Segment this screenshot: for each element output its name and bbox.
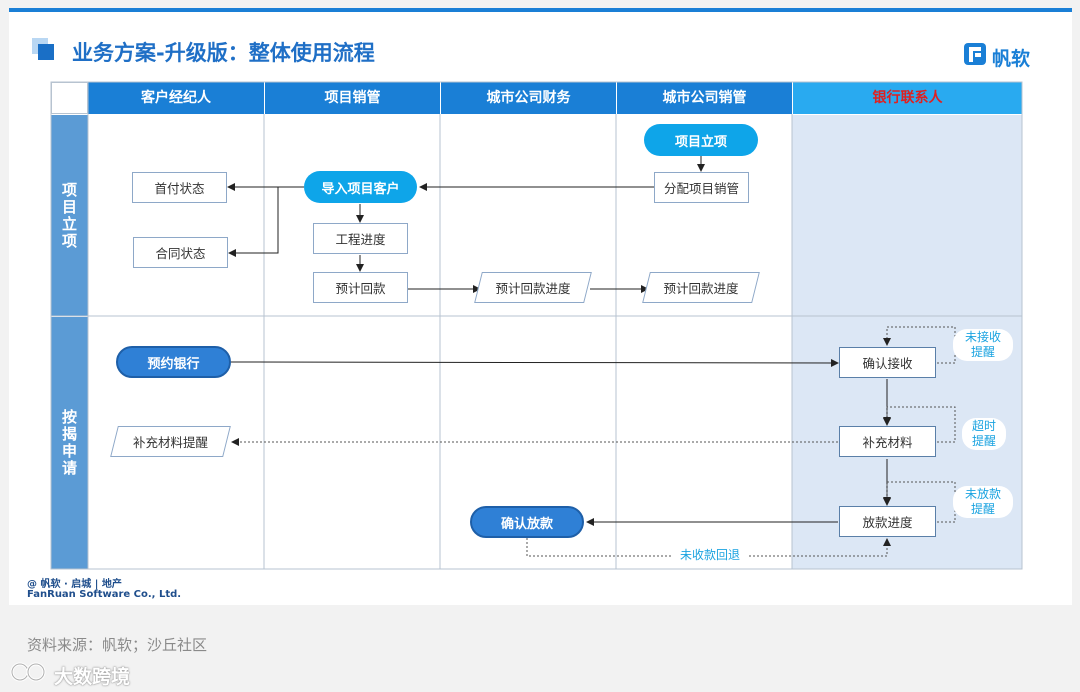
- column-header-broker: 客户经纪人: [88, 82, 264, 114]
- top-accent-bar: [9, 8, 1072, 12]
- node-confirm-loan: 确认放款: [470, 506, 584, 538]
- node-book-bank: 预约银行: [116, 346, 231, 378]
- node-expected-payment-progress-finance: 预计回款进度: [474, 272, 592, 303]
- node-expected-payment-progress-sales: 预计回款进度: [642, 272, 760, 303]
- title-square-icon: [32, 38, 54, 60]
- node-contract-status: 合同状态: [133, 237, 228, 268]
- watermark-text: 大数跨境: [54, 666, 131, 688]
- node-assign-sales: 分配项目销管: [654, 172, 749, 203]
- row-header-mortgage: 按揭申请: [51, 317, 88, 569]
- logo-text: 帆软: [992, 48, 1031, 70]
- column-header-city-finance: 城市公司财务: [441, 82, 616, 114]
- copyright-line-1: @ 帆软 · 启城 | 地产: [27, 579, 122, 590]
- column-header-city-sales: 城市公司销管: [617, 82, 792, 114]
- row-header-project-init: 项目立项: [51, 115, 88, 316]
- copyright-line-2: FanRuan Software Co., Ltd.: [27, 589, 182, 600]
- note-timeout-reminder: 超时 提醒: [962, 418, 1006, 450]
- node-project-init: 项目立项: [644, 124, 758, 156]
- node-loan-progress: 放款进度: [839, 506, 936, 537]
- node-confirm-receipt: 确认接收: [839, 347, 936, 378]
- watermark-logo-icon: [10, 662, 46, 682]
- node-down-payment-status: 首付状态: [132, 172, 227, 203]
- column-header-project-sales: 项目销管: [265, 82, 440, 114]
- note-not-received-reminder: 未接收 提醒: [953, 329, 1013, 361]
- note-not-loaned-reminder: 未放款 提醒: [953, 486, 1013, 518]
- node-construction-progress: 工程进度: [313, 223, 408, 254]
- node-expected-payment: 预计回款: [313, 272, 408, 303]
- note-unreceived-return: 未收款回退: [672, 547, 749, 563]
- column-header-bank-contact: 银行联系人: [793, 82, 1022, 114]
- source-caption: 资料来源：帆软；沙丘社区: [27, 636, 208, 654]
- fanruan-logo-icon: [964, 43, 986, 65]
- node-import-customer: 导入项目客户: [304, 171, 417, 203]
- page-title: 业务方案-升级版：整体使用流程: [72, 41, 375, 65]
- node-supplement-reminder: 补充材料提醒: [110, 426, 231, 457]
- node-supplement-materials: 补充材料: [839, 426, 936, 457]
